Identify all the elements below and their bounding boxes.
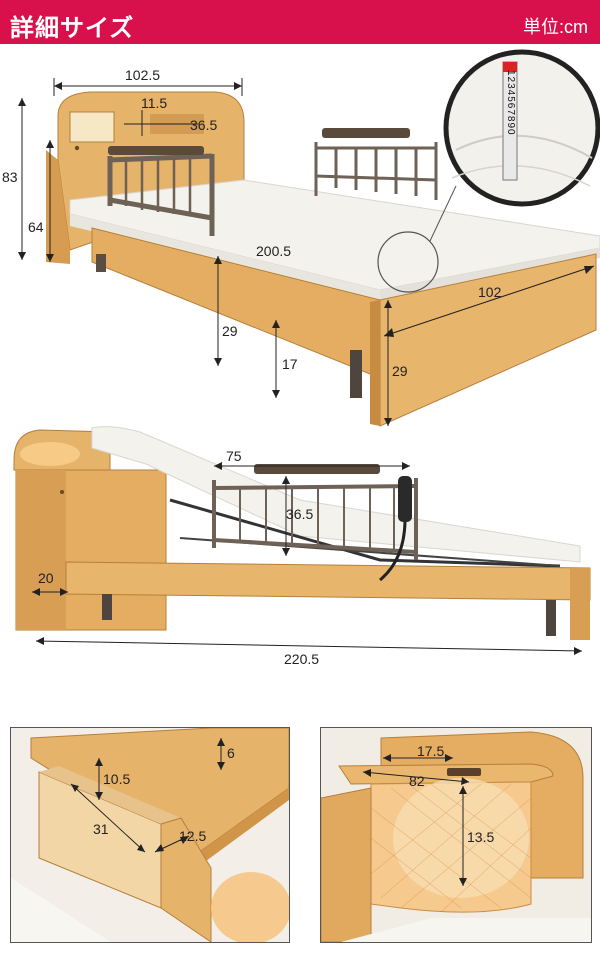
drawer-depth-label: 31 (93, 821, 109, 837)
shelf-depth-label: 11.5 (141, 95, 168, 111)
headboard-depth-label: 20 (38, 570, 54, 586)
mattress-height-label: 29 (222, 323, 238, 339)
drawer-detail-illustration (11, 728, 289, 942)
drawer-width-label: 12.5 (179, 828, 207, 844)
bed-raised-illustration (13, 426, 591, 655)
shelf-width-label: 36.5 (190, 117, 218, 133)
length-label: 200.5 (256, 243, 292, 259)
rail-height-label: 36.5 (286, 506, 314, 522)
bed-perspective-illustration (18, 49, 600, 427)
headboard-height-label: 64 (28, 219, 44, 235)
total-height-label: 83 (2, 169, 18, 185)
header-bar: 詳細サイズ 単位:cm (0, 0, 600, 44)
ruler-digits: 1234567890 (505, 70, 516, 136)
headboard-width-label: 102.5 (125, 67, 161, 83)
light-shelf-width-label: 82 (409, 773, 425, 789)
rail-width-label: 75 (226, 448, 242, 464)
light-height-label: 13.5 (467, 829, 495, 845)
width-label: 102 (478, 284, 502, 300)
unit-label: 単位:cm (523, 17, 588, 37)
light-shelf-depth-label: 17.5 (417, 743, 445, 759)
drawer-detail-panel: 6 10.5 31 12.5 (10, 727, 290, 943)
leg-height-label: 17 (282, 356, 298, 372)
board-thickness-label: 6 (227, 745, 235, 761)
light-detail-illustration (321, 728, 591, 942)
drawer-height-label: 10.5 (103, 771, 131, 787)
total-length-label: 220.5 (284, 651, 320, 667)
page-title: 詳細サイズ (10, 15, 135, 42)
frame-height-label: 29 (392, 363, 408, 379)
light-detail-panel: 17.5 82 13.5 (320, 727, 592, 943)
